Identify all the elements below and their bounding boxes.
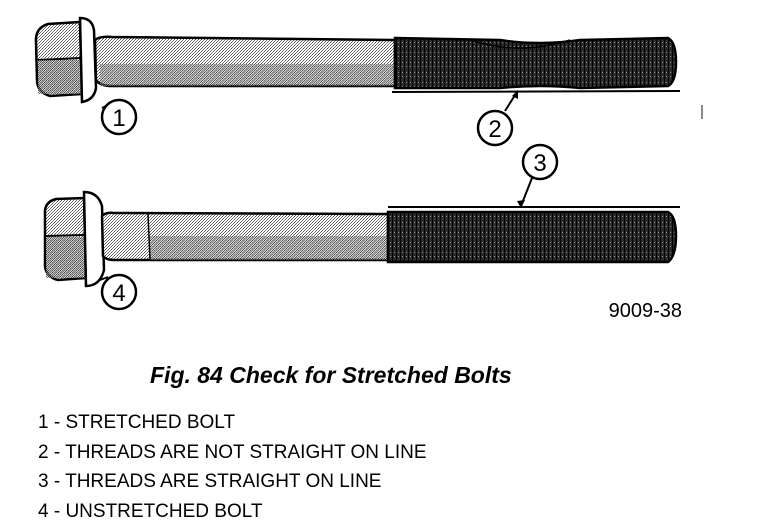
- figure-code: 9009-38: [609, 300, 682, 322]
- unstretched-bolt-threads: [386, 210, 678, 264]
- unstretched-bolt-flange: [82, 190, 106, 288]
- figure-caption: Fig. 84 Check for Stretched Bolts: [150, 362, 512, 388]
- callout-2-circle: [476, 109, 514, 147]
- callout-4-circle: [100, 273, 138, 311]
- callout-4-number: 4: [112, 280, 125, 307]
- scan-artifact: [701, 105, 703, 119]
- callout-3: 3: [517, 143, 559, 208]
- callout-2-number: 2: [488, 116, 501, 143]
- legend-item: 2 - THREADS ARE NOT STRAIGHT ON LINE: [38, 441, 427, 463]
- callout-1-number: 1: [112, 105, 125, 132]
- callout-3-number: 3: [533, 150, 546, 177]
- callout-2: 2: [476, 90, 518, 147]
- stretched-bolt-threads: [393, 36, 678, 90]
- reference-line-2: [391, 90, 681, 93]
- legend-item: 3 - THREADS ARE STRAIGHT ON LINE: [38, 471, 382, 492]
- legend-item: 4 - UNSTRETCHED BOLT: [38, 500, 263, 522]
- unstretched-bolt: [43, 190, 680, 288]
- legend-list: 1 - STRETCHED BOLT 2 - THREADS ARE NOT S…: [38, 408, 427, 526]
- bolt-illustration: 1 2 3 4 9009-38: [34, 16, 703, 322]
- callout-1-circle: [100, 98, 138, 136]
- legend-item: 1 - STRETCHED BOLT: [38, 412, 236, 433]
- callout-3-circle: [521, 143, 559, 181]
- stretched-bolt: [34, 16, 681, 104]
- stretched-bolt-flange: [78, 16, 98, 104]
- callout-1: 1: [100, 98, 138, 136]
- callout-4: 4: [99, 273, 138, 311]
